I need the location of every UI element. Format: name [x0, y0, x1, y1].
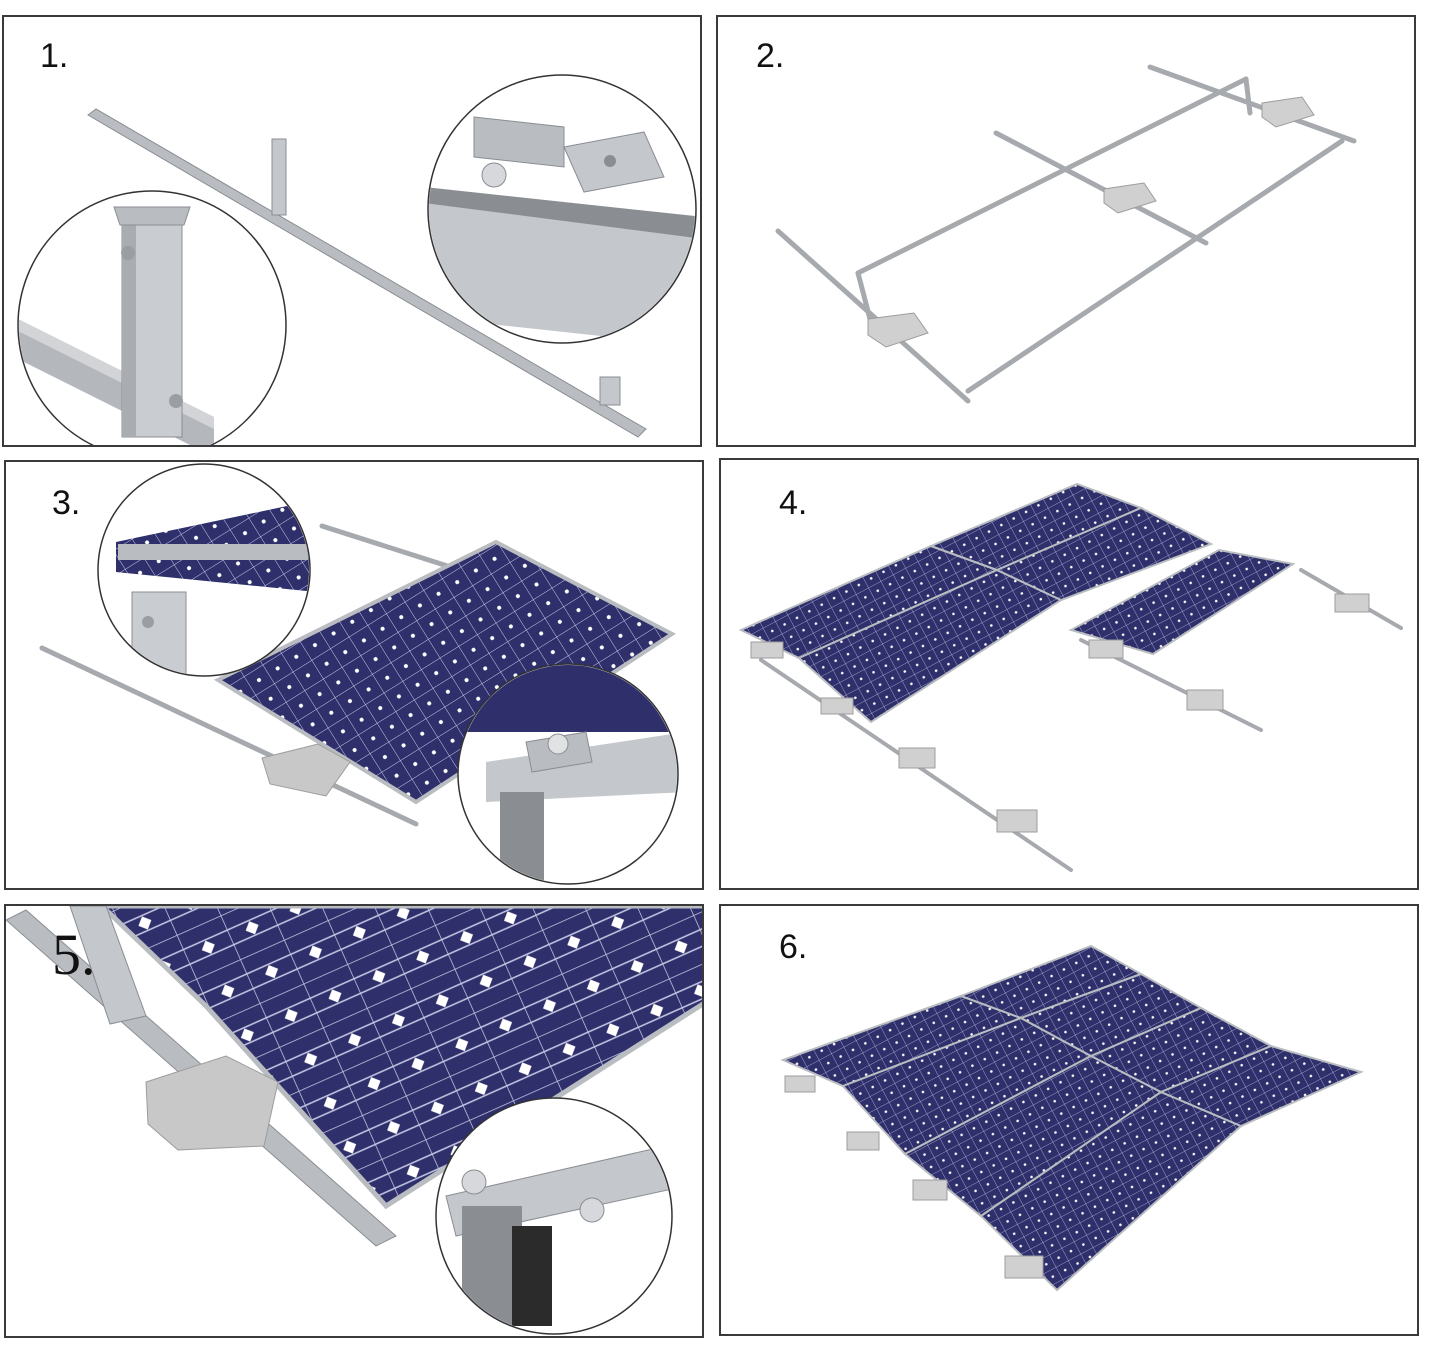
zoom-detail-clamp — [435, 1097, 673, 1335]
zoom-detail-clamp — [427, 74, 697, 344]
step-5-illustration — [6, 906, 702, 1335]
ballast-block — [145, 1055, 279, 1151]
zoom-detail-support — [97, 463, 311, 677]
step-4-panel: 4. — [719, 458, 1419, 890]
step-2-panel: 2. — [716, 15, 1416, 447]
step-2-illustration — [775, 64, 1357, 404]
ballast-block-2 — [1103, 182, 1157, 214]
step-6-number: 6. — [779, 928, 808, 966]
ballast-block-4 — [1004, 1255, 1044, 1279]
long-rail-front — [965, 138, 1345, 394]
ballast-block-7 — [1334, 593, 1370, 613]
ballast-block-5 — [1088, 639, 1124, 659]
ballast-block-1 — [867, 312, 929, 348]
step-5-number: 5. — [52, 922, 96, 987]
step-6-panel: 6. — [719, 904, 1419, 1336]
step-3-panel: 3. — [4, 460, 704, 890]
ballast-block — [261, 743, 351, 797]
cross-rail-2 — [993, 130, 1209, 246]
step-5-panel: 5. — [4, 904, 704, 1338]
solar-panel-4 — [994, 506, 1214, 602]
step-2-number: 2. — [756, 37, 785, 75]
mounting-rail — [87, 108, 647, 438]
mounting-rail-back — [319, 523, 463, 573]
ballast-block-3 — [912, 1179, 948, 1201]
ballast-block-4 — [996, 809, 1038, 833]
zoom-detail-clamp — [457, 663, 679, 885]
mounting-rail-front — [39, 645, 419, 827]
step-6-illustration — [780, 944, 1364, 1292]
rail-post — [271, 138, 287, 216]
rail-end-clamp — [599, 376, 621, 406]
ballast-block-2 — [846, 1131, 880, 1151]
step-1-illustration — [17, 74, 697, 445]
cross-rail-3 — [1147, 64, 1357, 144]
step-4-number: 4. — [779, 484, 808, 522]
zoom-detail-post — [17, 190, 287, 445]
solar-panel — [213, 539, 676, 805]
solar-panel-5 — [1068, 548, 1296, 656]
support-post — [69, 906, 147, 1025]
step-1-number: 1. — [40, 37, 69, 75]
step-3-number: 3. — [52, 484, 81, 522]
ballast-block-1 — [784, 1075, 816, 1093]
step-3-illustration — [39, 463, 679, 885]
ballast-block-6 — [1186, 689, 1224, 711]
cross-rail-1 — [775, 228, 971, 404]
ballast-block-3 — [898, 747, 936, 769]
step-4-illustration — [738, 482, 1403, 872]
ballast-block-2 — [820, 697, 854, 715]
solar-panel-8 — [1158, 1044, 1364, 1128]
ballast-block-1 — [750, 641, 784, 659]
step-1-panel: 1. — [2, 15, 702, 447]
ballast-block-3 — [1261, 96, 1315, 128]
long-rail-back — [855, 76, 1249, 276]
